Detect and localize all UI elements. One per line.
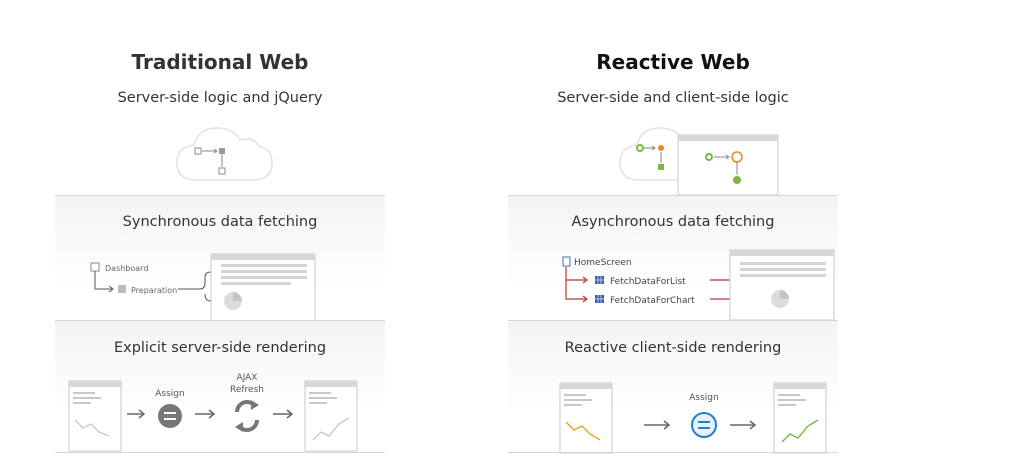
reactive-web-title: Reactive Web [596,50,750,74]
asynchronous-fetching-label: Asynchronous data fetching [571,214,775,230]
browser-window-after [304,380,358,452]
tree-child-label: Preparation [131,286,177,295]
fetch-list-label: FetchDataForList [610,277,686,287]
fetch-chart-label: FetchDataForChart [610,296,695,306]
async-fetch-diagram: HomeScreen FetchDataForList FetchDataFor… [562,249,835,321]
preparation-icon [118,285,126,293]
browser-window-before [68,380,122,452]
browser-window [210,253,316,325]
traditional-web-title: Traditional Web [131,50,309,74]
assign-label: Assign [155,389,184,399]
divider [55,452,385,453]
divider [55,320,385,321]
divider [508,452,838,453]
client-rendering-diagram: Assign [559,382,827,454]
divider [55,195,385,196]
traditional-web-subtitle: Server-side logic and jQuery [117,90,323,106]
sync-fetch-diagram: Dashboard Preparation [90,253,316,325]
reactive-web-subtitle: Server-side and client-side logic [557,90,789,106]
refresh-icon [235,400,259,432]
assign-label: Assign [689,393,718,403]
grid-icon [595,295,604,303]
assign-icon [158,404,182,428]
browser-window [729,249,835,321]
server-rendering-diagram: Assign AJAX Refresh [68,373,358,452]
reactive-web-column: Reactive Web Server-side and client-side… [508,0,838,460]
traditional-web-column: Traditional Web Server-side logic and jQ… [55,0,385,460]
divider [508,195,838,196]
refresh-label: Refresh [230,385,264,395]
grid-icon [595,276,604,284]
screen-node-icon [562,256,571,267]
server-rendering-label: Explicit server-side rendering [113,340,327,356]
browser-window-before [559,382,613,454]
browser-window [677,134,779,196]
assign-icon [691,412,717,438]
tree-root-label: HomeScreen [574,258,632,268]
tree-root-label: Dashboard [105,264,148,273]
traditional-web-illustrations [176,127,273,181]
reactive-web-illustrations [619,127,779,196]
divider [508,320,838,321]
browser-window-after [773,382,827,454]
cloud-icon [176,127,273,181]
synchronous-fetching-label: Synchronous data fetching [122,214,318,230]
client-rendering-label: Reactive client-side rendering [564,340,782,356]
ajax-label: AJAX [237,373,258,383]
